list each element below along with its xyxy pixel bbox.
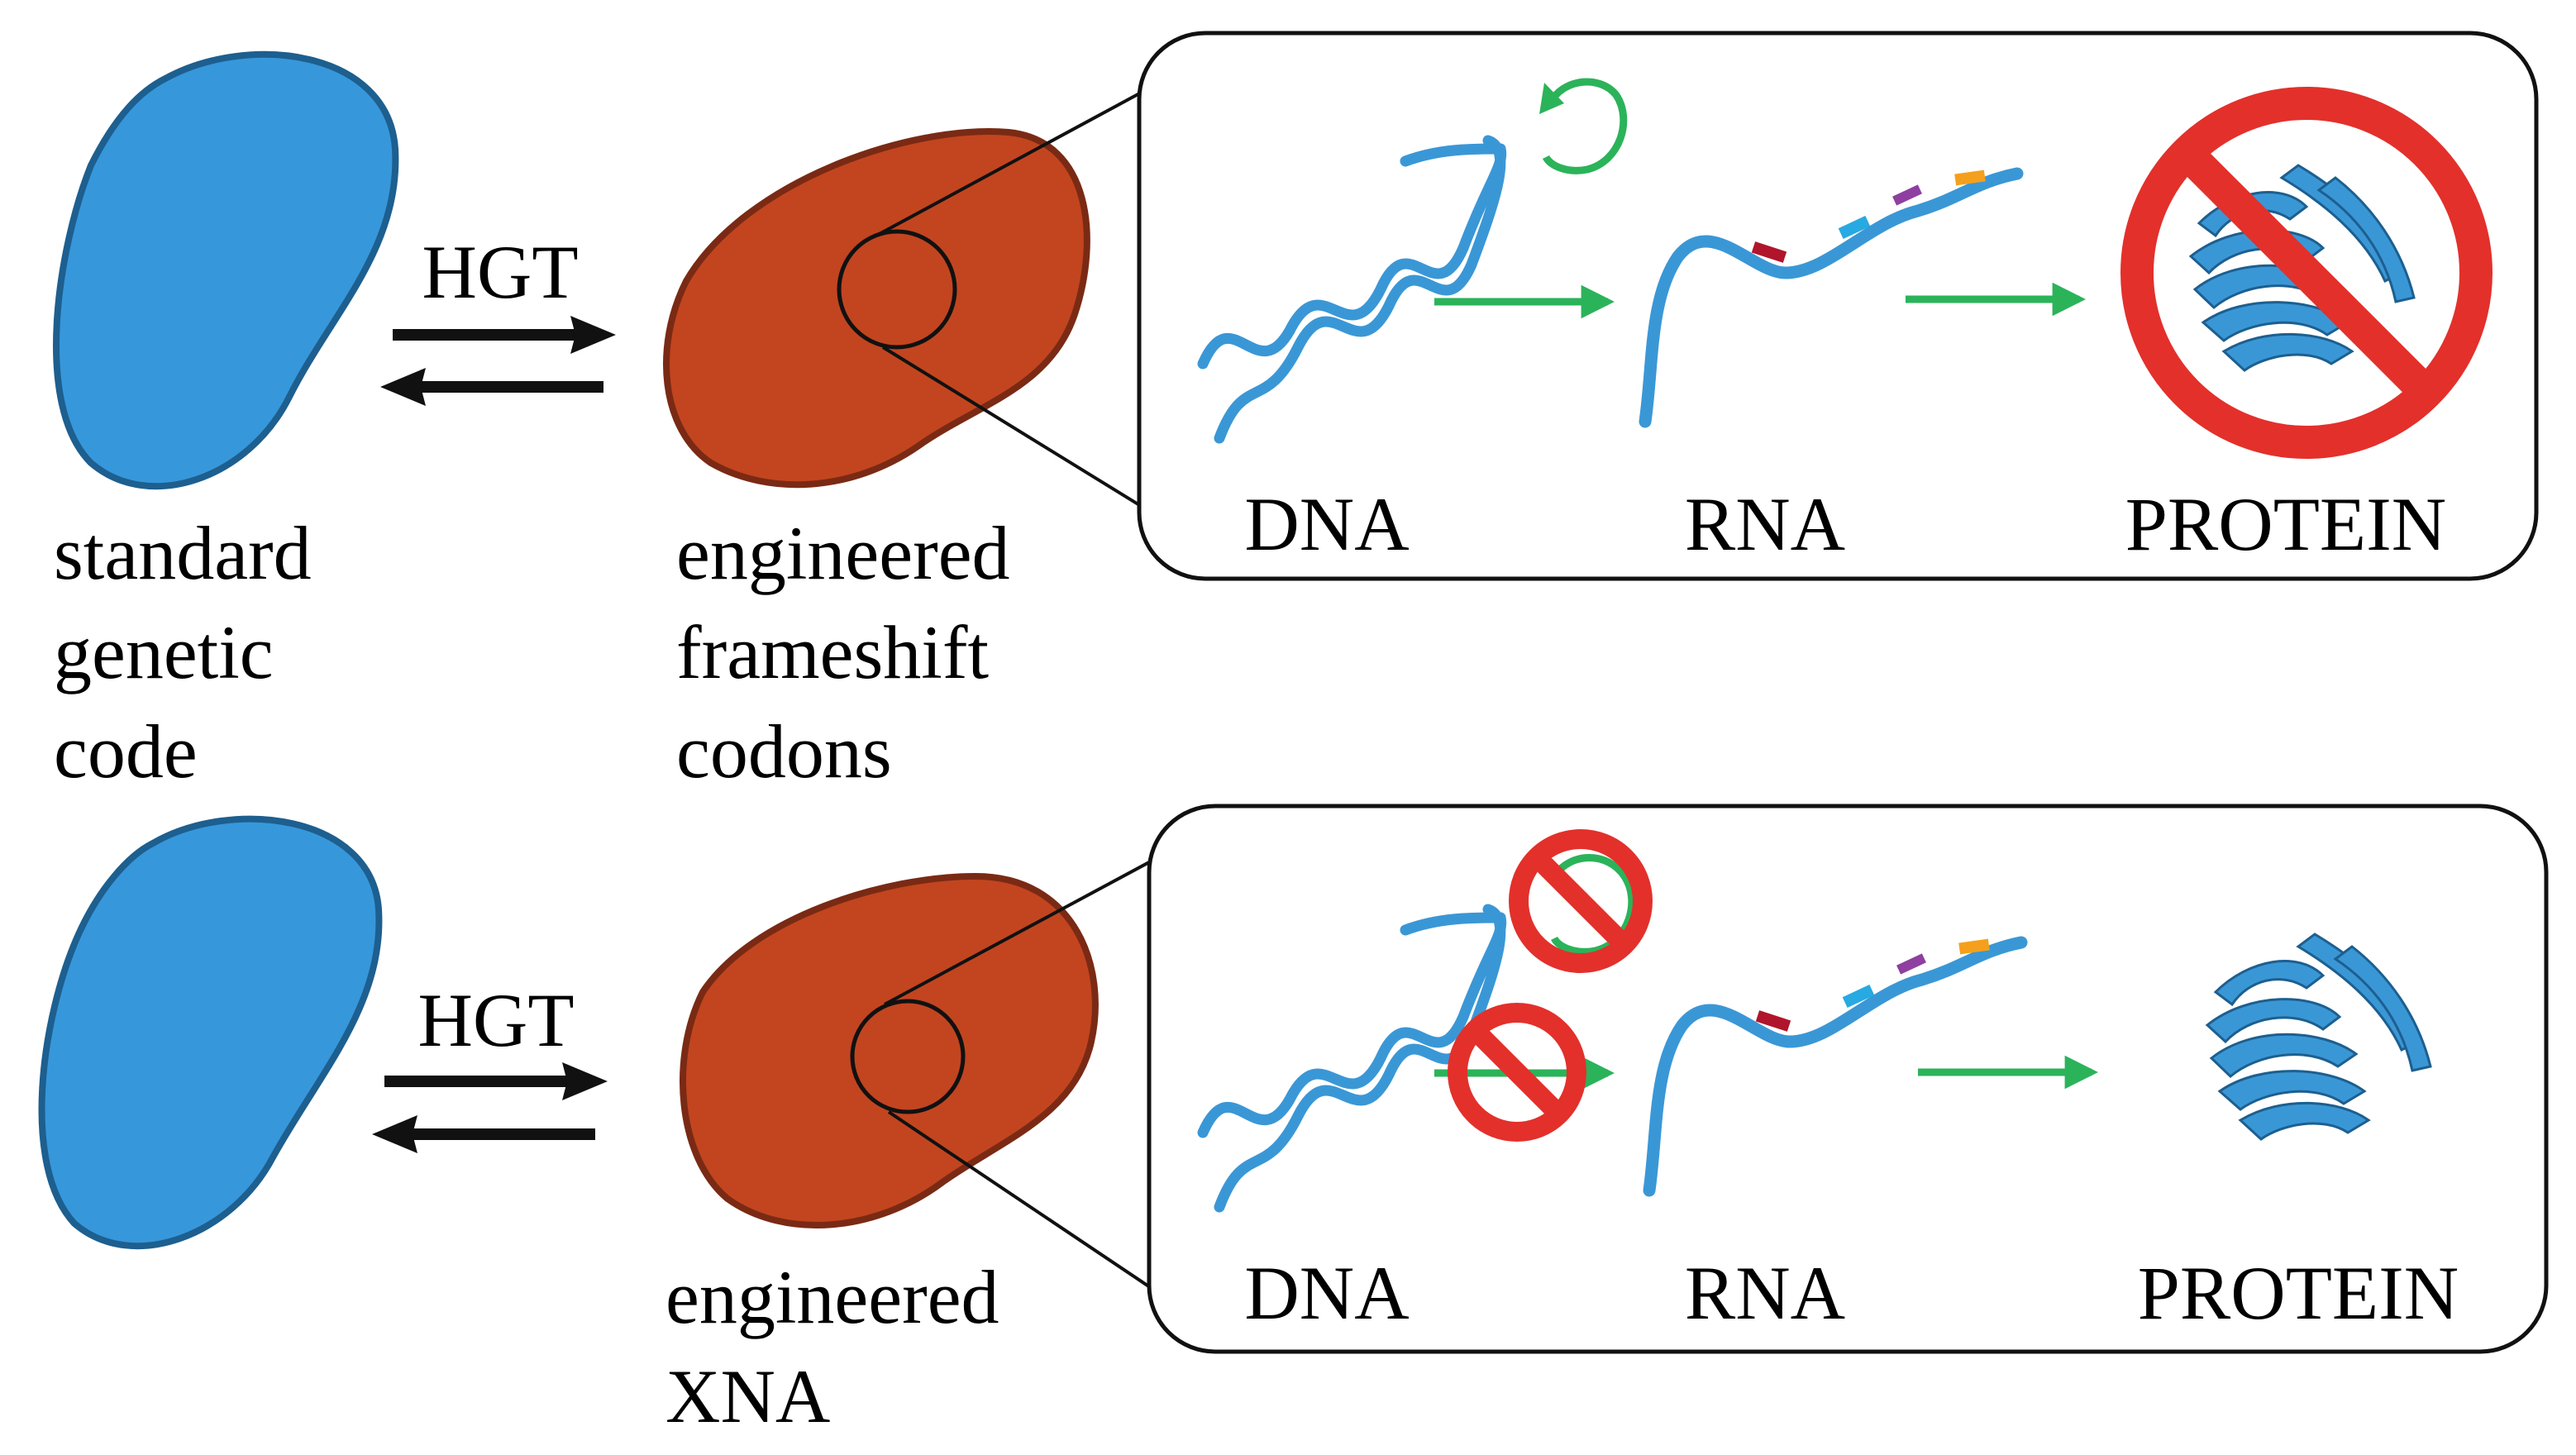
engineered-frameshift-label: engineered frameshift codons bbox=[676, 511, 1010, 794]
prohibition-sign-replication bbox=[1509, 829, 1653, 973]
xna-label-line-1: engineered bbox=[665, 1255, 999, 1339]
standard-cell-top bbox=[53, 50, 399, 490]
engineered-xna-label: engineered XNA bbox=[665, 1255, 999, 1438]
standard-label-line-2: genetic bbox=[54, 610, 274, 694]
engineered-cell-top bbox=[663, 128, 1090, 489]
hgt-arrows-top bbox=[380, 316, 616, 406]
standard-cell-bottom bbox=[38, 815, 383, 1250]
hgt-label-top: HGT bbox=[422, 230, 578, 314]
rna-strand-top bbox=[1639, 167, 2024, 428]
standard-label-line-1: standard bbox=[54, 511, 312, 595]
xna-label-line-2: XNA bbox=[665, 1354, 830, 1438]
codon-mark-orange-bottom bbox=[1958, 938, 1990, 955]
codon-mark-red-bottom bbox=[1755, 1010, 1791, 1032]
prohibition-sign-protein-top bbox=[2120, 87, 2493, 459]
zoom-circle-top bbox=[837, 229, 957, 350]
frameshift-label-line-3: codons bbox=[676, 709, 892, 794]
codon-mark-purple-bottom bbox=[1896, 953, 1926, 975]
codon-mark-purple-top bbox=[1892, 184, 1922, 206]
codon-mark-red-top bbox=[1751, 241, 1787, 263]
replication-arrowhead-top bbox=[1539, 83, 1564, 114]
protein-structure-bottom bbox=[2205, 933, 2432, 1141]
bottom-row: HGT engineered XNA bbox=[38, 804, 2549, 1438]
codon-mark-cyan-top bbox=[1838, 216, 1871, 239]
top-row: HGT standard genetic code engineered fra… bbox=[53, 31, 2539, 794]
stage-label-rna-bottom: RNA bbox=[1685, 1251, 1845, 1335]
stage-label-rna-top: RNA bbox=[1685, 482, 1845, 566]
stage-label-dna-bottom: DNA bbox=[1244, 1251, 1409, 1335]
frameshift-label-line-1: engineered bbox=[676, 511, 1010, 595]
stage-label-dna-top: DNA bbox=[1244, 482, 1409, 566]
replication-arrow-top bbox=[1542, 78, 1628, 174]
hgt-label-bottom: HGT bbox=[417, 978, 574, 1062]
engineered-cell-bottom bbox=[680, 872, 1099, 1228]
stage-label-protein-top: PROTEIN bbox=[2125, 482, 2446, 566]
stage-label-protein-bottom: PROTEIN bbox=[2138, 1251, 2459, 1335]
dna-helix-bottom bbox=[1197, 904, 1507, 1213]
hgt-arrows-bottom bbox=[372, 1062, 608, 1153]
frameshift-label-line-2: frameshift bbox=[676, 610, 990, 694]
prohibition-sign-transcription bbox=[1448, 1003, 1586, 1142]
replication-arrow-bottom bbox=[1550, 854, 1636, 956]
codon-mark-orange-top bbox=[1954, 169, 1986, 186]
standard-label-line-3: code bbox=[54, 709, 198, 794]
zoom-circle-bottom bbox=[850, 999, 966, 1114]
rna-strand-bottom bbox=[1643, 936, 2028, 1197]
standard-label: standard genetic code bbox=[54, 511, 312, 794]
codon-mark-cyan-bottom bbox=[1842, 985, 1875, 1008]
dna-helix-top bbox=[1197, 135, 1507, 444]
